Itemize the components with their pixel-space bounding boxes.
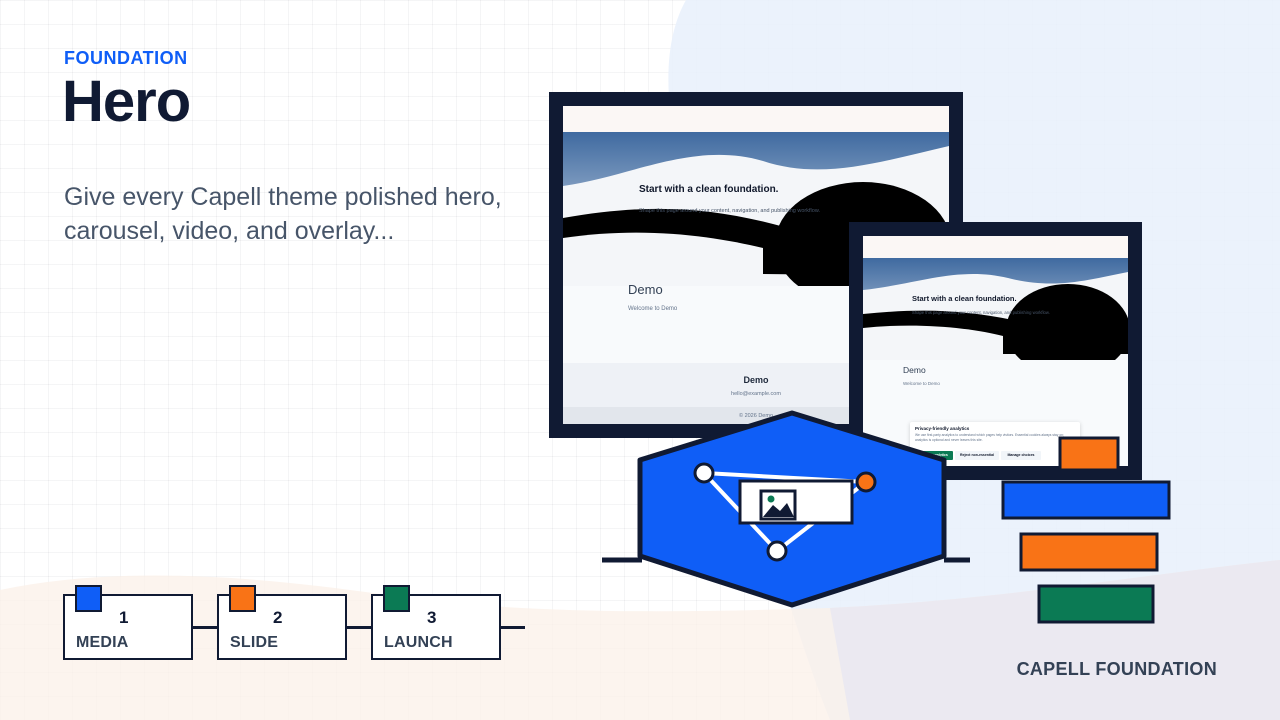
step-media: 1 MEDIA bbox=[63, 585, 193, 660]
preview-section-title: Demo bbox=[628, 282, 663, 297]
hexagon-image-node-icon bbox=[602, 410, 970, 608]
step-label: MEDIA bbox=[76, 634, 129, 651]
step-number: 3 bbox=[427, 608, 437, 627]
step-connector bbox=[193, 626, 217, 629]
preview-subtext: Shape this page around your content, nav… bbox=[912, 310, 1050, 315]
step-launch-swatch bbox=[383, 585, 410, 612]
step-label: SLIDE bbox=[230, 634, 279, 651]
step-number: 2 bbox=[273, 608, 283, 627]
consent-reject-button[interactable]: Reject non-essential bbox=[955, 451, 999, 460]
tablet-preview-screen: Start with a clean foundation. Shape thi… bbox=[863, 236, 1128, 466]
step-slide-swatch bbox=[229, 585, 256, 612]
hero-wave-graphic bbox=[863, 258, 1128, 360]
desktop-preview-frame: Start with a clean foundation. Shape thi… bbox=[549, 92, 963, 438]
step-launch: 3 LAUNCH bbox=[371, 585, 501, 660]
page-description: Give every Capell theme polished hero, c… bbox=[64, 183, 502, 246]
consent-text: We use first-party analytics to understa… bbox=[915, 433, 1064, 442]
eyebrow-label: FOUNDATION bbox=[64, 48, 188, 68]
preview-section-text: Welcome to Demo bbox=[903, 381, 940, 386]
preview-footer-email: hello@example.com bbox=[731, 391, 781, 397]
preview-topbar bbox=[863, 236, 1128, 258]
page-title: Hero bbox=[62, 69, 191, 134]
preview-footer-title: Demo bbox=[743, 375, 769, 385]
tablet-preview-frame: Start with a clean foundation. Shape thi… bbox=[849, 222, 1142, 480]
step-media-swatch bbox=[75, 585, 102, 612]
preview-copyright: © 2026 Demo bbox=[738, 413, 773, 419]
footer-brand: CAPELL FOUNDATION bbox=[1016, 659, 1217, 679]
step-connector bbox=[347, 626, 371, 629]
step-slide: 2 SLIDE bbox=[217, 585, 347, 660]
step-number: 1 bbox=[119, 608, 129, 627]
layer-stack-icon bbox=[1001, 436, 1171, 624]
preview-headline: Start with a clean foundation. bbox=[912, 294, 1017, 303]
preview-headline: Start with a clean foundation. bbox=[639, 184, 779, 195]
preview-topbar bbox=[563, 106, 949, 132]
consent-manage-button[interactable]: Manage choices bbox=[1001, 451, 1041, 460]
preview-subtext: Shape this page around your content, nav… bbox=[639, 208, 821, 214]
consent-title: Privacy-friendly analytics bbox=[915, 426, 970, 431]
preview-section-title: Demo bbox=[903, 365, 926, 375]
preview-section-text: Welcome to Demo bbox=[628, 306, 678, 312]
step-connector bbox=[501, 626, 525, 629]
step-label: LAUNCH bbox=[384, 634, 453, 651]
